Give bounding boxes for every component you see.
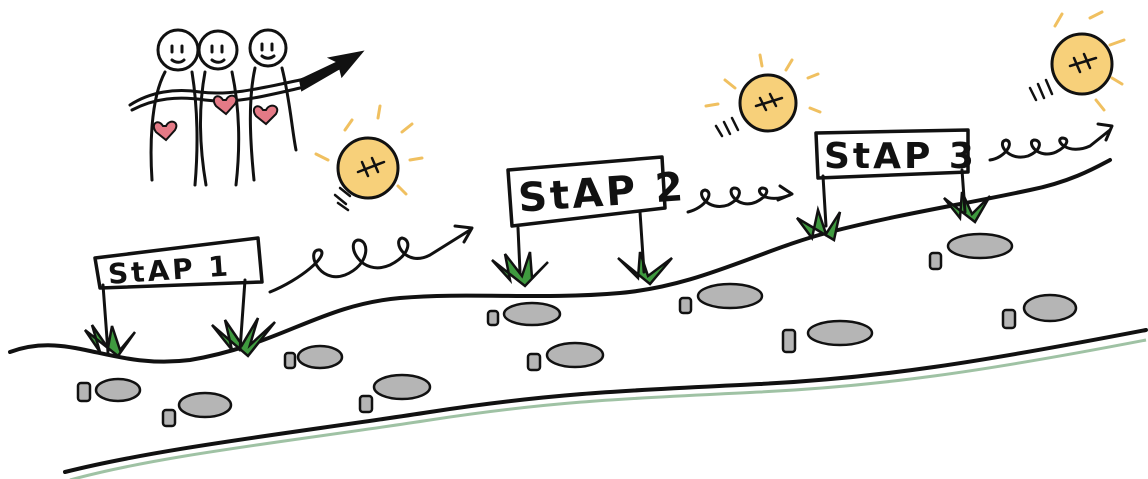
trail-3 (990, 130, 1110, 160)
sign-step-3-label: StAP 3 (824, 136, 977, 177)
heart-icon (254, 106, 277, 124)
lightbulb-2 (706, 55, 820, 136)
trail-2 (688, 188, 790, 212)
motion-trails (270, 124, 1112, 292)
lightbulb-icon (1030, 12, 1124, 110)
arrow-icon (300, 52, 362, 90)
sign-step-2-label: StAP 2 (517, 164, 688, 222)
sign-step-2: StAP 2 (508, 157, 687, 272)
sign-step-1: StAP 1 (95, 238, 262, 352)
heart-icon (154, 122, 177, 140)
lightbulb-1 (316, 106, 422, 210)
heart-icon (214, 96, 237, 114)
lightbulb-3 (1030, 12, 1124, 110)
trail-2-arrow (778, 186, 792, 200)
lightbulb-icon (706, 55, 820, 136)
person-1-head (158, 30, 198, 70)
sign-step-3: StAP 3 (816, 130, 977, 226)
trail-1 (270, 230, 470, 292)
people-group-icon (130, 30, 362, 185)
lightbulb-icon (316, 106, 422, 210)
person-3-head (250, 30, 286, 66)
